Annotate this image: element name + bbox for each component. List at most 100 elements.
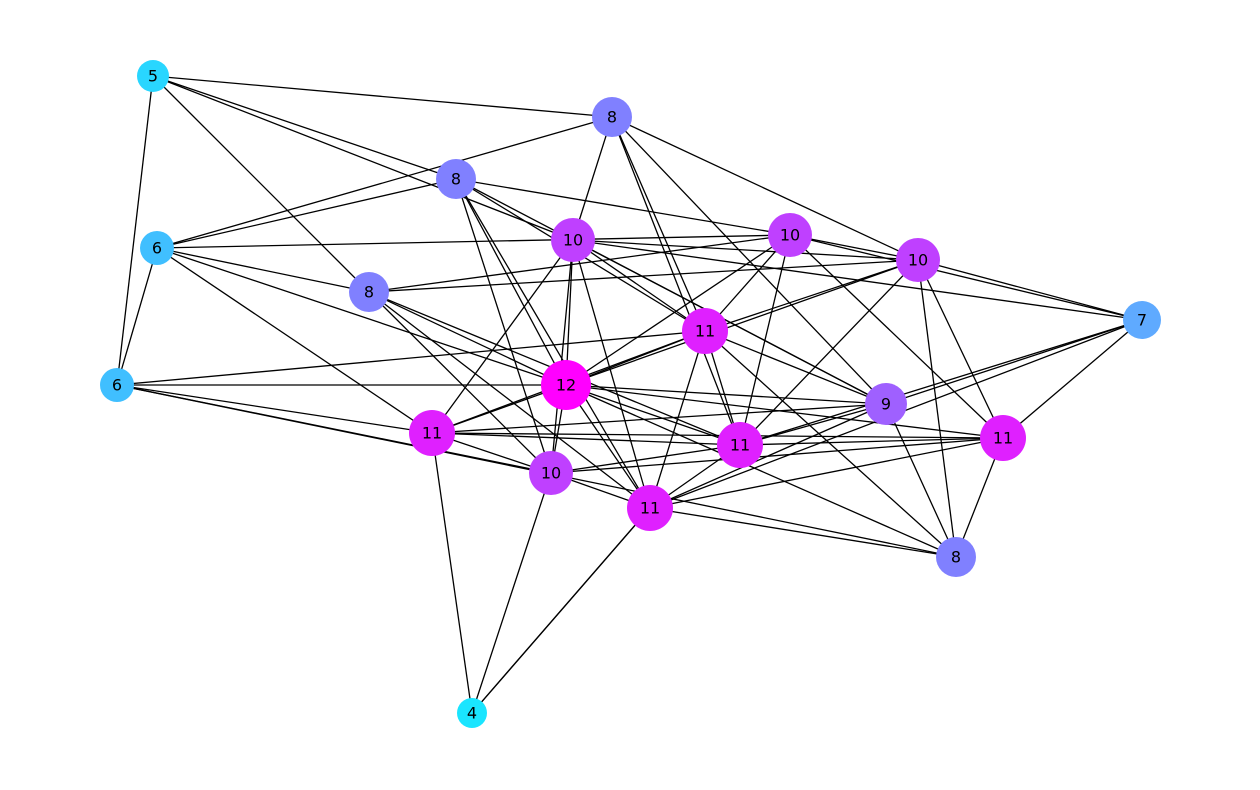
graph-node: 11 <box>717 422 763 468</box>
node-label: 11 <box>640 499 660 518</box>
edge-n3-n11 <box>156 247 567 386</box>
edge-n6-n18 <box>917 259 957 558</box>
node-circle <box>457 698 487 728</box>
edge-n3-n5 <box>156 234 791 249</box>
node-circle <box>936 537 976 577</box>
edge-n4-n17 <box>572 239 651 509</box>
edge-n15-n16 <box>550 444 741 474</box>
edge-n2-n5 <box>455 178 791 236</box>
graph-node: 10 <box>551 218 595 262</box>
node-circle <box>865 383 907 425</box>
node-label: 8 <box>607 108 617 127</box>
node-circle <box>592 97 632 137</box>
node-circle <box>100 368 134 402</box>
node-label: 7 <box>1137 311 1147 330</box>
node-label: 11 <box>730 436 750 455</box>
edge-n11-n18 <box>565 384 957 558</box>
edge-n8-n14 <box>1002 319 1143 439</box>
edge-n9-n12 <box>704 330 887 405</box>
edge-layer <box>116 75 1143 714</box>
node-label: 12 <box>556 376 576 395</box>
node-label: 10 <box>541 464 561 483</box>
graph-node: 8 <box>349 272 389 312</box>
graph-node: 11 <box>682 308 728 354</box>
edge-n0-n10 <box>116 75 154 386</box>
edge-n0-n2 <box>152 75 457 180</box>
edge-n6-n15 <box>739 259 919 446</box>
graph-node: 11 <box>627 485 673 531</box>
node-label: 8 <box>951 548 961 567</box>
node-circle <box>529 451 573 495</box>
node-label: 5 <box>148 67 158 86</box>
node-label: 11 <box>993 429 1013 448</box>
edge-n6-n9 <box>704 259 919 332</box>
edge-n19-n17 <box>471 507 651 714</box>
edge-n9-n10 <box>116 330 706 386</box>
edge-n4-n6 <box>572 239 919 261</box>
graph-node: 6 <box>100 368 134 402</box>
edge-n7-n17 <box>368 291 651 509</box>
edge-n2-n17 <box>455 178 651 509</box>
node-circle <box>627 485 673 531</box>
node-label: 11 <box>695 322 715 341</box>
edge-n0-n7 <box>152 75 370 293</box>
edge-n1-n9 <box>611 116 706 332</box>
edge-n11-n12 <box>565 384 887 405</box>
edge-n7-n11 <box>368 291 567 386</box>
node-label: 10 <box>780 226 800 245</box>
edge-n8-n12 <box>885 319 1143 405</box>
edge-n5-n8 <box>789 234 1143 321</box>
edge-n6-n7 <box>368 259 919 293</box>
graph-node: 12 <box>541 360 591 410</box>
edge-n2-n16 <box>455 178 552 474</box>
edge-n9-n17 <box>649 330 706 509</box>
edge-n1-n3 <box>156 116 613 249</box>
node-label: 10 <box>563 231 583 250</box>
graph-node: 4 <box>457 698 487 728</box>
node-label: 6 <box>112 376 122 395</box>
graph-node: 10 <box>768 213 812 257</box>
graph-node: 11 <box>980 415 1026 461</box>
edge-n6-n8 <box>917 259 1143 321</box>
edge-n8-n15 <box>739 319 1143 446</box>
edge-n1-n12 <box>611 116 887 405</box>
edge-n0-n4 <box>152 75 574 241</box>
edge-n9-n18 <box>704 330 957 558</box>
graph-node: 6 <box>140 231 174 265</box>
edge-n5-n7 <box>368 234 791 293</box>
edge-n10-n13 <box>116 384 433 434</box>
node-circle <box>137 60 169 92</box>
node-circle <box>551 218 595 262</box>
edge-n0-n1 <box>152 75 613 118</box>
edge-n13-n19 <box>431 432 473 714</box>
node-label: 6 <box>152 239 162 258</box>
edge-n14-n16 <box>550 437 1004 474</box>
edge-n17-n18 <box>649 507 957 558</box>
graph-node: 5 <box>137 60 169 92</box>
edge-n5-n14 <box>789 234 1004 439</box>
node-layer: 5 8 8 6 10 10 10 8 7 11 6 12 9 11 11 11 10 11 8 4 <box>100 60 1161 728</box>
graph-node: 8 <box>436 159 476 199</box>
node-label: 8 <box>451 170 461 189</box>
node-label: 8 <box>364 283 374 302</box>
edge-n13-n15 <box>431 432 741 446</box>
graph-node: 10 <box>529 451 573 495</box>
edge-n6-n14 <box>917 259 1004 439</box>
node-label: 10 <box>908 251 928 270</box>
node-circle <box>541 360 591 410</box>
graph-node: 9 <box>865 383 907 425</box>
node-label: 11 <box>422 424 442 443</box>
node-circle <box>349 272 389 312</box>
graph-node: 7 <box>1123 301 1161 339</box>
edge-n14-n17 <box>649 437 1004 509</box>
edge-n3-n7 <box>156 247 370 293</box>
edge-n2-n11 <box>455 178 567 386</box>
node-circle <box>140 231 174 265</box>
edge-n11-n14 <box>565 384 1004 439</box>
node-label: 9 <box>881 395 891 414</box>
edge-n12-n13 <box>431 403 887 434</box>
graph-node: 8 <box>936 537 976 577</box>
node-circle <box>409 410 455 456</box>
edge-n12-n15 <box>739 403 887 446</box>
